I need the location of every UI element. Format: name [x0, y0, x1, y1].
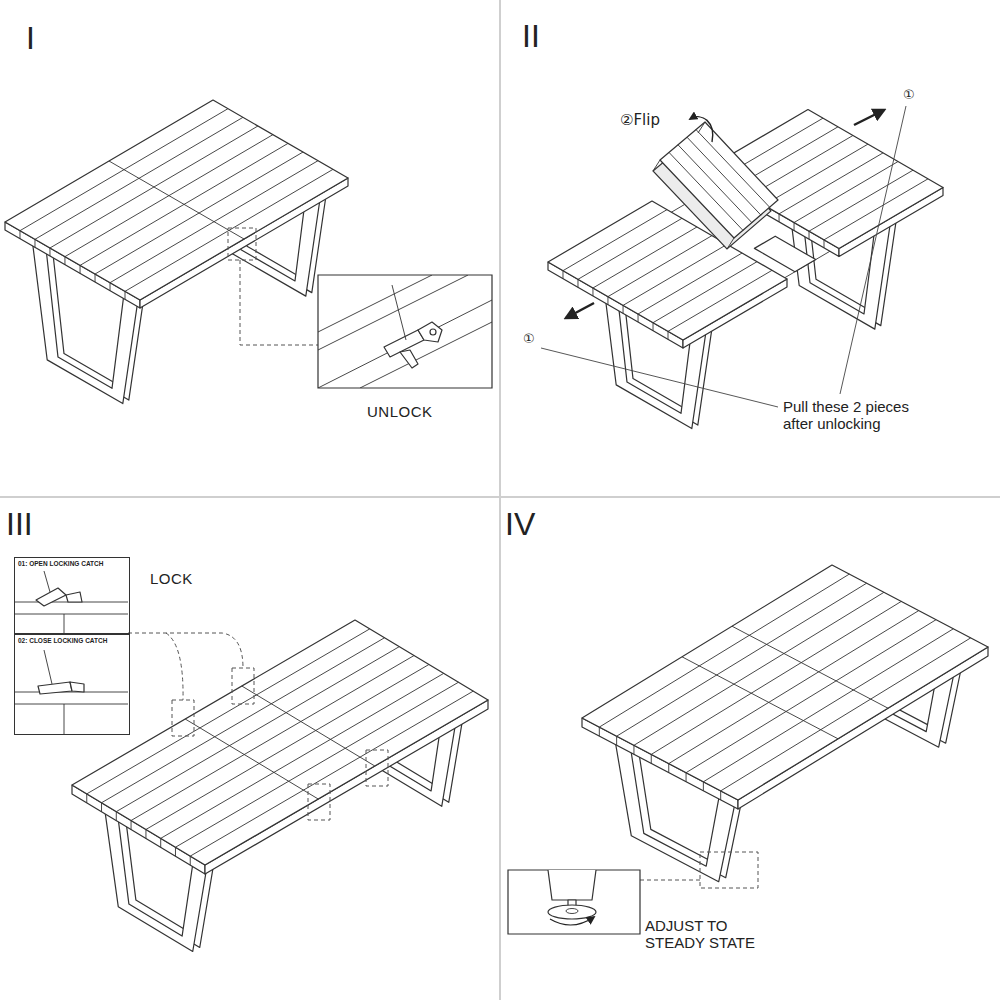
inset-frame: 01: OPEN LOCKING CATCH	[14, 557, 130, 634]
step-label: LOCK	[150, 570, 193, 587]
inset-caption: 02: CLOSE LOCKING CATCH	[15, 635, 129, 646]
lock-callout	[308, 784, 330, 820]
table-extended	[582, 565, 988, 800]
unlock-callout	[418, 322, 442, 342]
lock-callout	[14, 692, 128, 735]
lock-callout	[36, 588, 66, 606]
table-closed	[20, 109, 333, 292]
unlock-callout	[240, 260, 318, 345]
inset-frame: 02: CLOSE LOCKING CATCH	[14, 634, 130, 735]
adjust-callout	[508, 870, 640, 934]
motion-arrow	[566, 110, 884, 318]
table-extended	[682, 626, 888, 739]
lock-callout	[14, 557, 128, 735]
unlock-callout	[318, 275, 492, 388]
lock-callout	[66, 592, 82, 602]
lock-callout	[232, 668, 254, 704]
table-closed	[5, 100, 348, 413]
adjust-callout	[640, 880, 700, 881]
table-extended-locking	[72, 620, 488, 865]
lock-callout	[44, 650, 52, 684]
lock-callout	[128, 633, 243, 668]
table-closed	[5, 100, 348, 300]
adjust-callout	[566, 909, 578, 914]
panel-number: II	[522, 18, 540, 55]
adjust-callout	[548, 870, 596, 900]
table-closed	[109, 161, 244, 239]
table-extending	[653, 122, 734, 249]
leader-line	[840, 106, 906, 394]
unlock-callout	[392, 285, 406, 340]
leader-line	[541, 348, 778, 407]
motion-arrow	[854, 110, 884, 125]
table-extending	[548, 110, 943, 438]
unlock-callout	[228, 228, 256, 260]
panel-divider	[499, 0, 501, 1000]
lock-callout	[14, 557, 128, 735]
unlock-callout	[400, 350, 418, 368]
note: Pull these 2 pieces after unlocking	[783, 398, 933, 433]
lock-callout	[14, 557, 388, 820]
table-extended-locking	[87, 629, 473, 856]
motion-arrow	[690, 117, 713, 142]
table-extended-locking	[185, 686, 375, 799]
adjust-callout	[548, 905, 596, 919]
unlock-callout	[430, 329, 436, 335]
lock-callout	[366, 750, 388, 786]
panel-number: III	[6, 506, 33, 543]
table-extended	[582, 565, 988, 892]
step-label: ②Flip	[620, 112, 660, 129]
lock-callout	[166, 633, 183, 700]
table-extended-locking	[72, 620, 488, 961]
lock-callout	[172, 700, 194, 736]
leader-line	[541, 106, 906, 407]
lock-callout	[70, 682, 84, 692]
table-extending	[669, 130, 770, 231]
note: ADJUST TO STEADY STATE	[645, 917, 770, 952]
callout-number: ①	[523, 332, 535, 347]
unlock-callout	[318, 275, 492, 388]
adjust-callout	[700, 852, 758, 888]
lock-callout	[14, 602, 128, 633]
panel-number: IV	[505, 506, 535, 543]
callout-number: ①	[903, 88, 915, 103]
table-extended	[582, 565, 988, 800]
table-closed	[5, 100, 348, 300]
unlock-callout	[318, 275, 492, 388]
inset-caption: 01: OPEN LOCKING CATCH	[15, 558, 129, 569]
table-extending	[660, 122, 778, 238]
unlock-callout	[228, 228, 492, 388]
lock-callout	[38, 682, 72, 694]
table-extended	[599, 574, 970, 791]
adjust-callout	[550, 917, 594, 925]
table-extended-locking	[72, 620, 488, 865]
panel-number: I	[26, 20, 35, 57]
panel-divider	[0, 496, 1000, 498]
motion-arrow	[566, 303, 594, 318]
lock-callout	[44, 571, 50, 592]
step-label: UNLOCK	[367, 403, 433, 420]
